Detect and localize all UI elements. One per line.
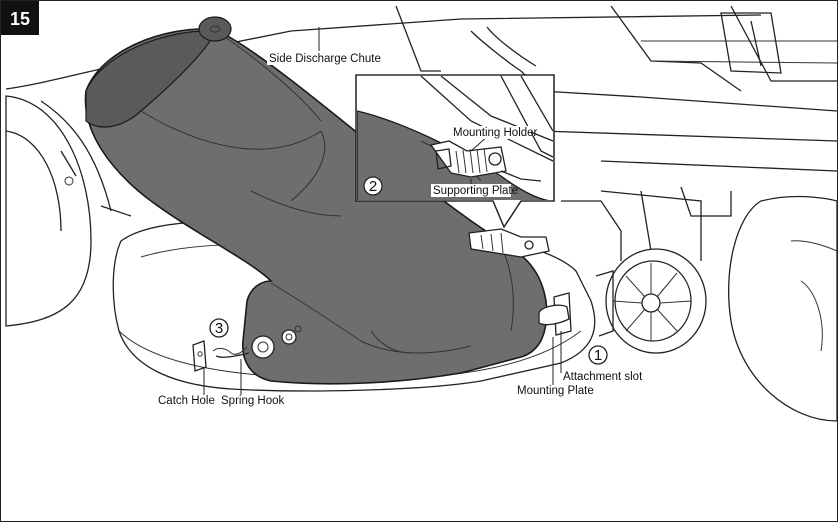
attachment-slot-tab bbox=[538, 304, 570, 326]
label-mounting-plate: Mounting Plate bbox=[517, 385, 594, 397]
label-spring-hook: Spring Hook bbox=[221, 395, 285, 407]
mower-body bbox=[5, 5, 837, 327]
svg-text:1: 1 bbox=[594, 347, 602, 364]
side-discharge-chute bbox=[84, 16, 570, 385]
figure-number: 15 bbox=[10, 9, 30, 29]
holder-on-deck bbox=[468, 228, 550, 258]
figure-number-badge: 15 bbox=[1, 1, 39, 35]
step-2: 2 bbox=[363, 176, 383, 196]
svg-text:2: 2 bbox=[369, 178, 377, 195]
spring-hook-knob bbox=[251, 335, 275, 359]
label-side-discharge-chute: Side Discharge Chute bbox=[269, 53, 381, 65]
rear-wheels bbox=[595, 195, 837, 422]
label-supporting-plate: Supporting Plate bbox=[433, 185, 518, 197]
step-3: 3 bbox=[209, 318, 229, 338]
step-1: 1 bbox=[588, 345, 608, 365]
label-attachment-slot: Attachment slot bbox=[563, 371, 643, 383]
label-catch-hole: Catch Hole bbox=[158, 395, 215, 407]
label-mounting-holder: Mounting Holder bbox=[453, 127, 538, 139]
catch-hole-bracket bbox=[192, 340, 207, 372]
svg-text:3: 3 bbox=[215, 320, 223, 337]
